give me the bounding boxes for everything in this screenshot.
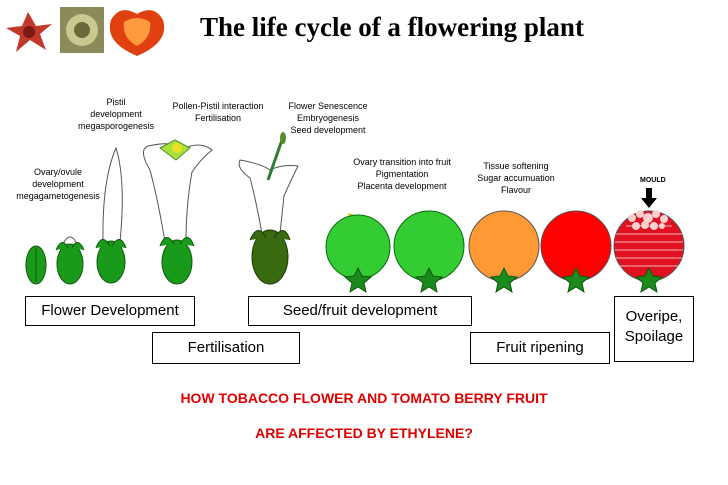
- green-fruit-large: [393, 210, 465, 294]
- open-flower: [143, 139, 213, 285]
- bud-stage-3: [95, 146, 127, 284]
- question-line-1: HOW TOBACCO FLOWER AND TOMATO BERRY FRUI…: [180, 390, 548, 406]
- annotation-transition: Ovary transition into fruit Pigmentation…: [353, 157, 451, 191]
- stage-flower-development: Flower Development: [25, 296, 195, 326]
- annotation-pollen: Pollen-Pistil interaction Fertilisation: [172, 101, 264, 123]
- green-fruit-small: [325, 213, 391, 294]
- seed-photo-icon: [60, 7, 104, 53]
- bud-stage-1: [25, 245, 47, 285]
- stage-fertilisation: Fertilisation: [152, 332, 300, 364]
- question-line-2: ARE AFFECTED BY ETHYLENE?: [255, 425, 473, 441]
- spoiled-fruit: [613, 188, 685, 294]
- mould-spots: [628, 210, 668, 230]
- red-fruit: [540, 210, 612, 294]
- stage-fruit-ripening: Fruit ripening: [470, 332, 610, 364]
- tobacco-flower-photo-icon: [2, 5, 54, 55]
- bud-stage-2: [55, 236, 85, 285]
- annotation-pistil: Pistil development megasporogenesis: [77, 97, 155, 131]
- annotation-ovary: Ovary/ovule development megagametogenesi…: [16, 167, 100, 201]
- tomato-cross-section-photo-icon: [109, 10, 165, 56]
- stage-overipe-spoilage: Overipe, Spoilage: [614, 296, 694, 362]
- mould-label: MOULD: [640, 177, 666, 184]
- orange-fruit: [468, 210, 540, 294]
- mould-arrow-icon: [641, 188, 657, 208]
- annotation-senescence: Flower Senescence Embryogenesis Seed dev…: [288, 101, 368, 135]
- annotation-softening: Tissue softening Sugar accumuation Flavo…: [477, 161, 555, 195]
- page-title: The life cycle of a flowering plant: [200, 12, 584, 42]
- pollinated-flower: [238, 132, 299, 285]
- stage-seed-fruit-development: Seed/fruit development: [248, 296, 472, 326]
